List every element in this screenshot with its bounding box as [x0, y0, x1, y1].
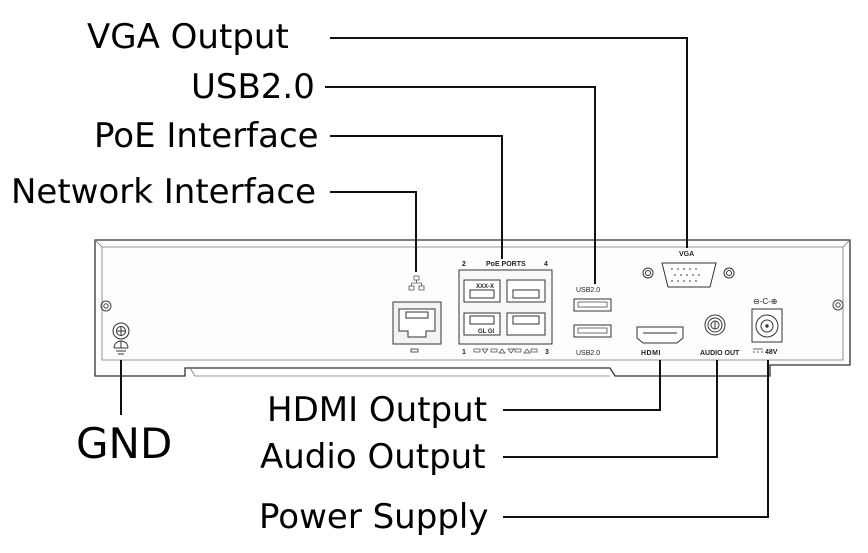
callout-gnd: GND: [76, 419, 173, 468]
vga-port[interactable]: [642, 262, 735, 288]
poe-port-3[interactable]: [506, 312, 546, 336]
power-jack[interactable]: [751, 308, 783, 343]
usb-port-top[interactable]: [573, 298, 612, 312]
poe-port-1[interactable]: [463, 312, 501, 336]
hdmi-logo: HDMI: [641, 350, 661, 357]
callout-power-supply: Power Supply: [259, 497, 489, 537]
poe-leader: [330, 135, 503, 259]
port-status-icons: [473, 348, 538, 354]
polarity-symbol: ⊖-C-⊕: [753, 297, 778, 306]
callout-vga-output: VGA Output: [87, 17, 289, 57]
vga-label: VGA: [679, 251, 694, 258]
ground-symbol-icon: [113, 340, 129, 355]
vga-pins: [671, 268, 700, 282]
left-screw-icon: [100, 300, 112, 312]
port-xxx-label: XXX-X: [476, 284, 494, 290]
poe-ports-label: PoE PORTS: [486, 261, 526, 268]
audio-leader: [503, 360, 718, 458]
hdmi-port[interactable]: [636, 326, 684, 344]
usb-leader: [325, 86, 596, 284]
usb-port-bottom[interactable]: [573, 324, 612, 338]
usb-top-label: USB2.0: [576, 287, 600, 294]
callout-poe-interface: PoE Interface: [94, 116, 319, 156]
right-screw-icon: [832, 299, 844, 311]
network-port[interactable]: [392, 301, 442, 353]
port-number-3: 3: [545, 349, 549, 356]
audio-jack[interactable]: [704, 314, 726, 336]
power-voltage-label: 48V: [765, 349, 778, 356]
audio-out-label: AUDIO OUT: [700, 350, 740, 357]
port-number-2: 2: [462, 261, 466, 268]
network-icon: [408, 275, 425, 291]
vga-leader: [330, 37, 688, 248]
poe-port-2[interactable]: [463, 279, 501, 303]
callout-audio-output: Audio Output: [260, 437, 486, 477]
port-number-1: 1: [462, 349, 466, 356]
power-leader: [503, 360, 769, 518]
leader-lines: [120, 37, 769, 518]
port-glgi-label: GL GI: [478, 329, 495, 335]
callout-usb: USB2.0: [191, 67, 315, 107]
network-leader: [330, 191, 417, 272]
usb-bottom-label: USB2.0: [576, 350, 600, 357]
poe-port-4[interactable]: [506, 279, 546, 303]
port-number-4: 4: [544, 261, 548, 268]
dc-symbol-icon: [753, 348, 763, 353]
callout-hdmi-output: HDMI Output: [267, 390, 488, 430]
hdmi-leader: [503, 360, 661, 411]
ground-screw-icon: [112, 322, 130, 340]
callout-network-interface: Network Interface: [11, 172, 316, 212]
